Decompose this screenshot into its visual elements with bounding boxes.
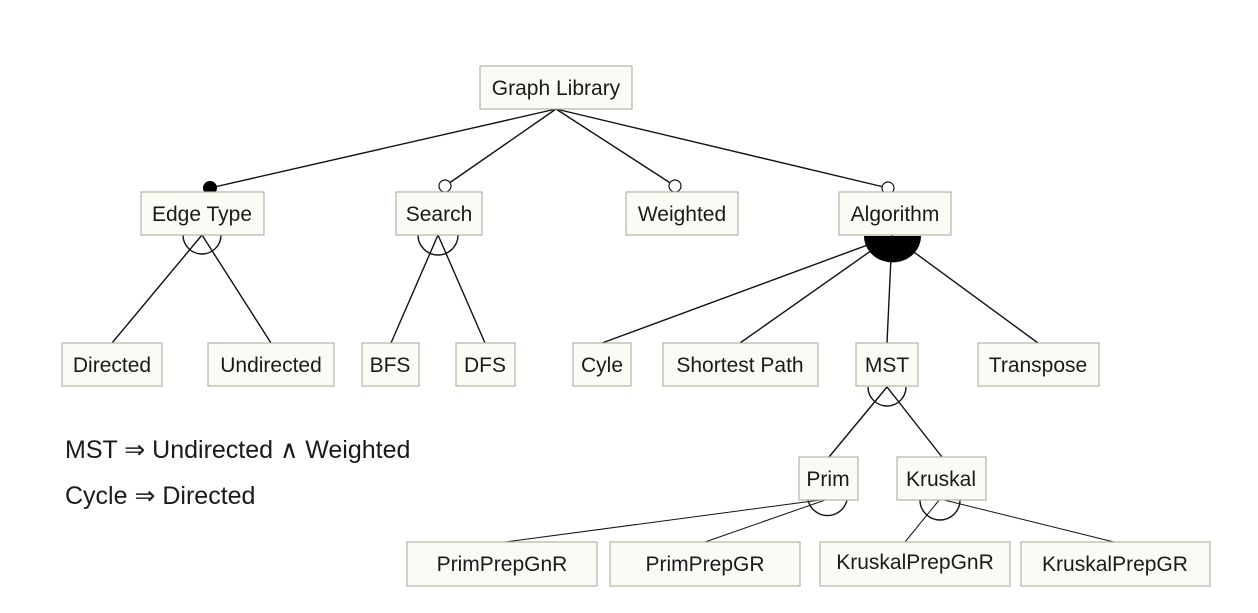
node-kruskal-prep-gnr: KruskalPrepGnR xyxy=(819,541,1011,587)
edge-root-edge-type xyxy=(209,108,557,189)
node-mst: MST xyxy=(855,342,919,387)
alternative-group-arc-mst xyxy=(867,386,907,407)
node-graph-library: Graph Library xyxy=(479,65,633,110)
svg-text:Kruskal: Kruskal xyxy=(906,468,976,491)
or-group-fill-algorithm xyxy=(864,236,921,263)
svg-text:MST: MST xyxy=(865,354,910,377)
edge-kruskal-kruskal-prep-gr xyxy=(939,498,1115,543)
svg-text:Graph Library: Graph Library xyxy=(492,77,621,100)
svg-text:Search: Search xyxy=(406,203,473,226)
svg-text:Weighted: Weighted xyxy=(638,203,726,226)
alternative-group-arc-edge-type xyxy=(182,234,222,255)
node-kruskal-prep-gr: KruskalPrepGR xyxy=(1020,541,1211,587)
node-dfs: DFS xyxy=(455,342,516,387)
alternative-group-arc-prim xyxy=(807,499,848,517)
edge-kruskal-kruskal-prep-gnr xyxy=(904,498,941,543)
edge-root-weighted xyxy=(555,108,676,187)
edge-algorithm-cycle xyxy=(601,235,893,344)
node-search: Search xyxy=(395,191,483,236)
node-weighted: Weighted xyxy=(625,191,739,236)
alternative-group-arc-search xyxy=(417,234,459,256)
edge-prim-prim-prep-gnr xyxy=(504,498,829,543)
node-bfs: BFS xyxy=(361,342,420,387)
node-cycle: Cyle xyxy=(572,342,632,387)
svg-text:Transpose: Transpose xyxy=(989,354,1087,377)
svg-text:Prim: Prim xyxy=(806,468,849,491)
node-kruskal: Kruskal xyxy=(896,456,987,501)
svg-text:PrimPrepGR: PrimPrepGR xyxy=(645,553,764,576)
node-undirected: Undirected xyxy=(207,342,335,387)
alternative-group-arc-kruskal xyxy=(919,499,961,521)
svg-text:DFS: DFS xyxy=(464,354,506,377)
edge-search-bfs xyxy=(390,234,439,344)
node-prim: Prim xyxy=(798,456,859,501)
node-prim-prep-gnr: PrimPrepGnR xyxy=(406,541,598,587)
node-transpose: Transpose xyxy=(977,342,1100,387)
edge-prim-prim-prep-gr xyxy=(704,498,829,543)
constraint-cycle: Cycle ⇒ Directed xyxy=(65,482,256,510)
svg-text:Shortest Path: Shortest Path xyxy=(676,354,803,377)
svg-text:KruskalPrepGR: KruskalPrepGR xyxy=(1042,553,1188,576)
node-prim-prep-gr: PrimPrepGR xyxy=(609,541,801,587)
constraint-mst: MST ⇒ Undirected ∧ Weighted xyxy=(65,436,411,464)
svg-text:Directed: Directed xyxy=(73,354,151,377)
edge-mst-prim xyxy=(828,386,888,458)
node-shortest-path: Shortest Path xyxy=(662,342,819,387)
svg-text:BFS: BFS xyxy=(370,354,411,377)
edge-algorithm-transpose xyxy=(891,235,1039,344)
edge-edge-type-undirected xyxy=(201,234,272,344)
svg-text:KruskalPrepGnR: KruskalPrepGnR xyxy=(836,551,994,574)
svg-text:Undirected: Undirected xyxy=(220,354,322,377)
svg-text:PrimPrepGnR: PrimPrepGnR xyxy=(437,553,568,576)
node-algorithm: Algorithm xyxy=(838,191,952,236)
svg-text:Algorithm: Algorithm xyxy=(851,203,940,226)
edge-edge-type-directed xyxy=(111,234,203,344)
node-directed: Directed xyxy=(61,342,163,387)
svg-text:Cyle: Cyle xyxy=(581,354,623,377)
edge-mst-kruskal xyxy=(886,386,943,458)
edge-algorithm-shortest-path xyxy=(739,235,893,344)
edge-root-algorithm xyxy=(555,108,889,189)
optional-marker-weighted xyxy=(668,179,682,193)
node-edge-type: Edge Type xyxy=(140,191,265,236)
edge-search-dfs xyxy=(437,234,486,344)
edge-root-search xyxy=(444,108,557,187)
svg-text:Edge Type: Edge Type xyxy=(152,203,252,226)
optional-marker-search xyxy=(438,179,452,193)
